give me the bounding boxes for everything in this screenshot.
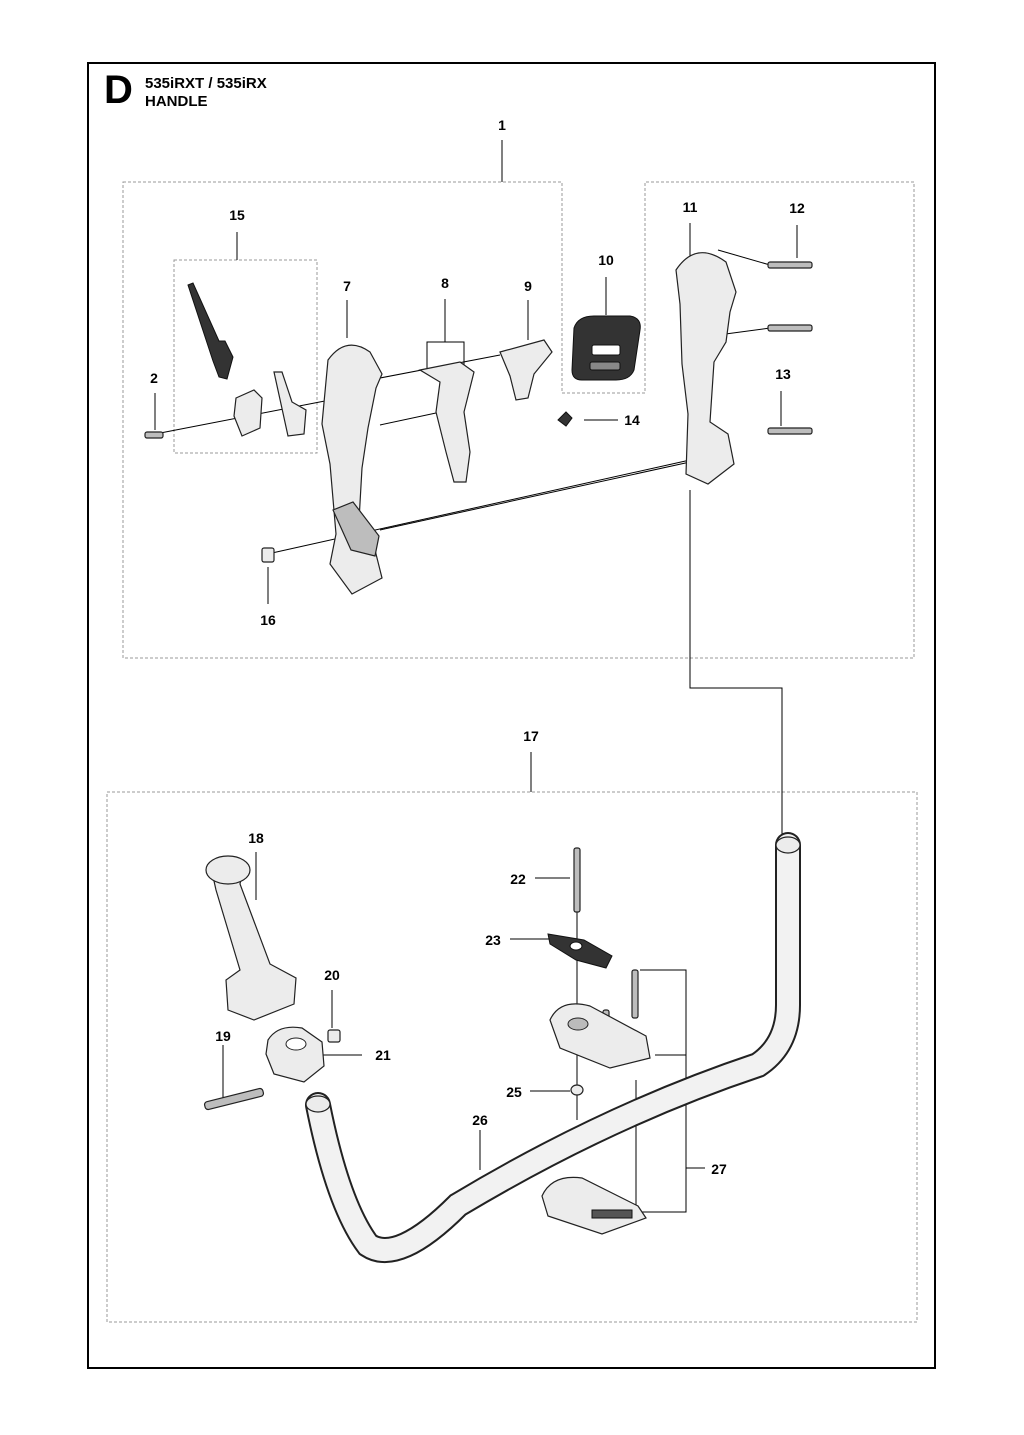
model-title: 535iRXT / 535iRX [145,75,267,92]
part-7-handle-left [321,344,383,595]
part-11-handle-right [675,252,737,485]
group-box-15 [173,259,318,454]
callout-23: 23 [485,932,501,948]
callout-25: 25 [506,1084,522,1100]
callout-16: 16 [260,612,276,628]
callout-15: 15 [229,207,245,223]
callout-13: 13 [775,366,791,382]
callout-7: 7 [343,278,351,294]
callout-19: 19 [215,1028,231,1044]
callout-17: 17 [523,728,539,744]
callout-14: 14 [624,412,640,428]
part-26-loop-handle [305,832,801,1263]
callout-10: 10 [598,252,614,268]
callout-11: 11 [683,199,698,215]
callout-9: 9 [524,278,532,294]
diagram-title: HANDLE [145,93,208,110]
part-13-screw [767,427,813,435]
part-19-bolt [203,1087,265,1111]
part-16-nut [261,547,275,563]
part-27-bracket-lower [541,1176,647,1235]
callout-2: 2 [150,370,158,386]
section-letter: D [104,68,133,112]
callout-labels: 1 2 7 8 9 10 11 12 13 14 15 16 17 18 19 … [150,117,805,1177]
callout-22: 22 [510,871,526,887]
part-21-clamp [265,1026,325,1083]
part-25-washer [570,1084,584,1096]
page-frame [87,62,936,1369]
part-9-lock [499,339,553,401]
part-2-screw [144,431,164,439]
group-box-17 [106,791,918,1323]
callout-12: 12 [789,200,805,216]
callout-1: 1 [498,117,506,133]
part-8-trigger [418,361,475,483]
leader-lines-upper [149,140,798,845]
callout-18: 18 [248,830,264,846]
callout-21: 21 [375,1047,391,1063]
part-10-control-panel [571,315,641,381]
callout-27: 27 [711,1161,727,1177]
group-box-1 [122,181,915,659]
callout-8: 8 [441,275,449,291]
part-12-screws [767,261,813,332]
part-27-bracket-upper [549,1003,651,1069]
part-18-grip [205,855,297,1021]
part-15-switch-kit [187,282,307,437]
part-22-bolt [573,847,581,913]
part-20-nut [327,1029,341,1043]
part-14-spring [557,411,573,427]
callout-20: 20 [324,967,340,983]
part-23-wing-knob [547,933,613,969]
callout-26: 26 [472,1112,488,1128]
